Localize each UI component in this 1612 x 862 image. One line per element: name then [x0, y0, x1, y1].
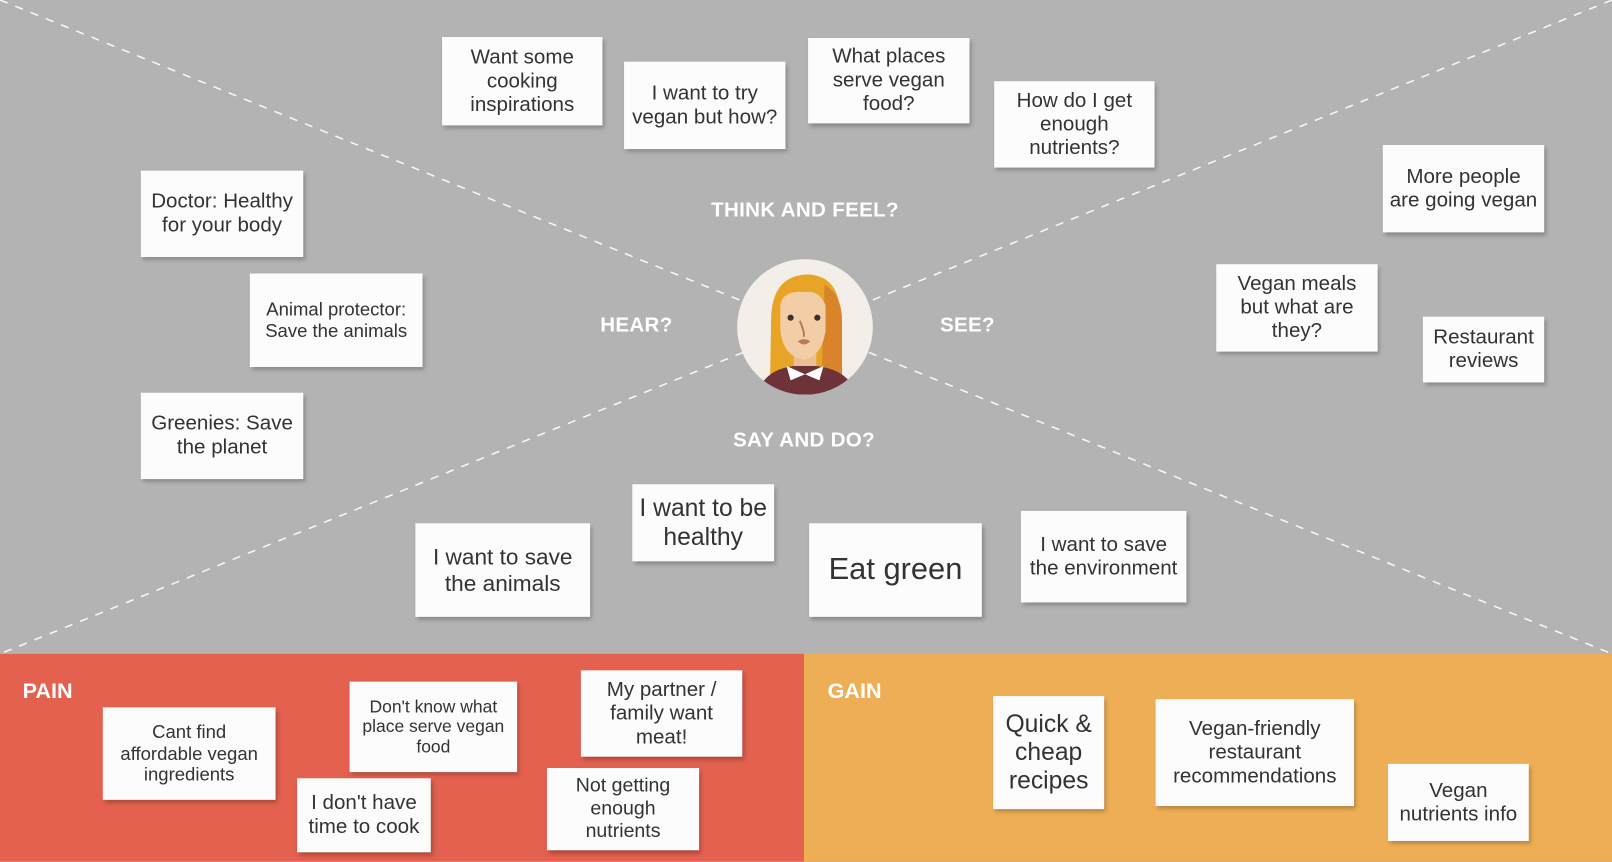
- persona-avatar: [737, 259, 873, 395]
- sticky-note[interactable]: I want to save the environment: [1020, 510, 1187, 603]
- sticky-note[interactable]: Restaurant reviews: [1422, 316, 1545, 383]
- divider-line: [0, 0, 1612, 654]
- sticky-note[interactable]: Doctor: Healthy for your body: [140, 170, 304, 258]
- sticky-note[interactable]: I want to try vegan but how?: [624, 61, 786, 150]
- sticky-note[interactable]: More people are going vegan: [1382, 144, 1545, 233]
- sticky-note[interactable]: I want to be healthy: [632, 484, 775, 562]
- sticky-note[interactable]: Vegan-friendly restaurant recommendation…: [1155, 699, 1355, 807]
- sticky-note[interactable]: How do I get enough nutrients?: [994, 81, 1155, 168]
- sticky-note[interactable]: Vegan meals but what are they?: [1216, 264, 1378, 352]
- hear-label: HEAR?: [600, 314, 673, 337]
- sticky-note[interactable]: Greenies: Save the planet: [140, 392, 304, 480]
- see-label: SEE?: [939, 314, 995, 337]
- sticky-note[interactable]: Vegan nutrients info: [1387, 763, 1529, 841]
- sticky-note[interactable]: My partner / family want meat!: [580, 670, 743, 757]
- pain-label: PAIN: [22, 679, 73, 704]
- sticky-note[interactable]: Want some cooking inspirations: [442, 37, 603, 126]
- quadrant-dividers: [0, 0, 1612, 654]
- sticky-note[interactable]: Animal protector: Save the animals: [249, 273, 423, 368]
- sticky-note[interactable]: Don't know what place serve vegan food: [349, 681, 518, 773]
- sticky-note[interactable]: Quick & cheap recipes: [993, 696, 1105, 810]
- sticky-note[interactable]: Cant find affordable vegan ingredients: [102, 707, 276, 800]
- divider-line: [0, 0, 1612, 654]
- say-and-do-label: SAY AND DO?: [732, 429, 875, 452]
- sticky-note[interactable]: Not getting enough nutrients: [546, 767, 700, 851]
- gain-label: GAIN: [827, 679, 882, 704]
- think-and-feel-label: THINK AND FEEL?: [711, 198, 899, 222]
- sticky-note[interactable]: What places serve vegan food?: [808, 38, 970, 124]
- sticky-note[interactable]: I want to save the animals: [415, 523, 591, 617]
- sticky-note[interactable]: Eat green: [809, 523, 982, 617]
- sticky-note[interactable]: I don't have time to cook: [297, 778, 431, 853]
